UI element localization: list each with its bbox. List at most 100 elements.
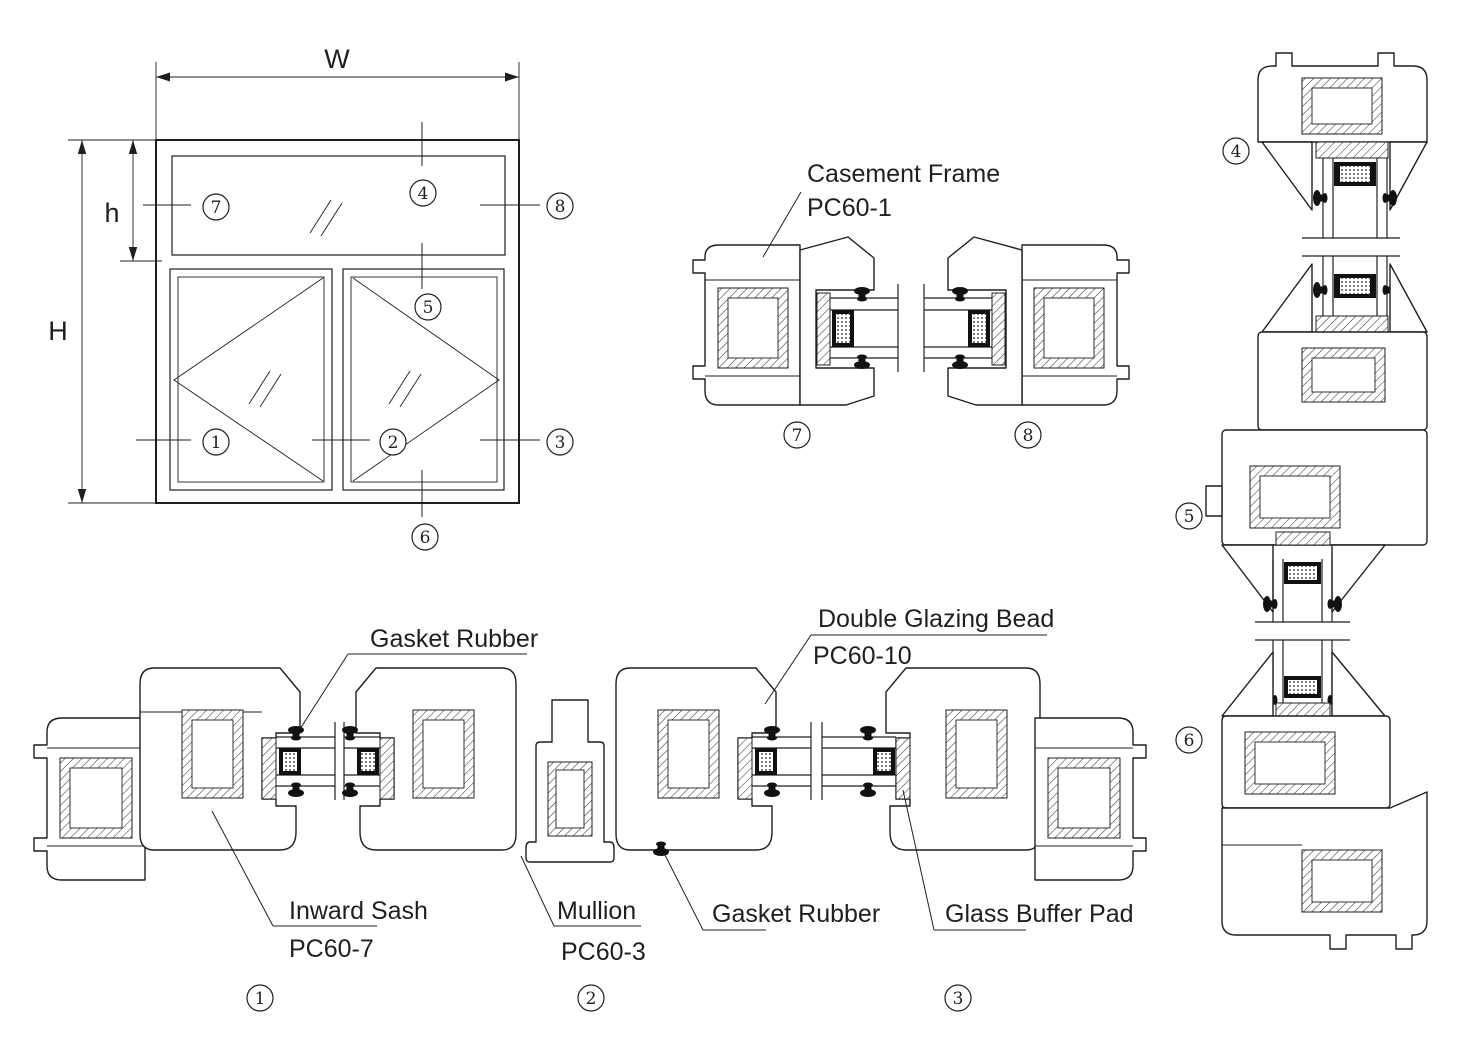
gasket-rubber-top-text: Gasket Rubber [370, 625, 538, 653]
glazing-bead [1221, 651, 1274, 717]
section-callout-8: 8 [1023, 426, 1034, 446]
section-callout-3: 3 [953, 989, 964, 1009]
sash-profile-8 [947, 236, 1023, 406]
glazing-bead [1331, 651, 1386, 717]
callout-1-circle [202, 428, 230, 456]
sash-profile-7 [799, 236, 875, 406]
glass-buffer-pad-text: Glass Buffer Pad [945, 900, 1134, 928]
gasket-icon [854, 354, 870, 369]
vertical-section-5: 5 [1175, 256, 1428, 641]
mullion-text-line2: PC60-3 [561, 938, 646, 966]
double-glazing-bead-text-line2: PC60-10 [813, 642, 912, 670]
glass-symbol-right-sash [388, 370, 422, 408]
glass-buffer-pad-hatch [1275, 702, 1331, 717]
callout-3-circle [546, 428, 574, 456]
vertical-section-column: 4 [1175, 52, 1428, 950]
callout-3: 3 [555, 433, 566, 453]
dimension-transom-height: h [104, 140, 162, 262]
gasket-icon [764, 782, 780, 797]
section-callout-1-circle [246, 984, 274, 1012]
section-callout-6-circle [1175, 726, 1203, 754]
section-callout-1: 1 [255, 989, 266, 1009]
section-callout-7: 7 [792, 426, 803, 446]
horizontal-section-row: Gasket Rubber Double Glazing Bead PC60-1… [33, 605, 1147, 1012]
mullion-text-line1: Mullion [557, 897, 636, 925]
elevation-callouts: 7 4 8 5 1 2 3 6 [136, 122, 574, 551]
inward-sash-text-line2: PC60-7 [289, 935, 374, 963]
callout-4-circle [409, 179, 437, 207]
elevation-drawing: W H h [48, 44, 574, 551]
glazing-bead [1261, 141, 1313, 211]
gasket-rubber-label-bottom: Gasket Rubber [663, 852, 880, 931]
gasket-icon [952, 287, 968, 302]
callout-8-circle [546, 192, 574, 220]
callout-4: 4 [418, 184, 429, 204]
left-sash [169, 268, 333, 491]
inward-sash-text-line1: Inward Sash [289, 897, 428, 925]
callout-1: 1 [211, 433, 222, 453]
casement-frame-label-line2: PC60-1 [807, 194, 892, 222]
section-callout-7-circle [783, 421, 811, 449]
callout-2-circle [379, 428, 407, 456]
glass-symbol-top-panel [309, 199, 343, 237]
section-callout-2: 2 [586, 989, 597, 1009]
glass-buffer-pad-hatch [1315, 141, 1389, 159]
height-dimension-label: H [48, 316, 68, 346]
gasket-rubber-label-top: Gasket Rubber [299, 625, 538, 730]
glass-buffer-pad-hatch [991, 292, 1006, 366]
section-callout-5-circle [1175, 502, 1203, 530]
double-glazing-unit-78 [830, 284, 992, 372]
glass-buffer-pad-hatch [816, 292, 831, 366]
callout-5-circle [414, 293, 442, 321]
section-callout-6: 6 [1184, 731, 1195, 751]
glass-buffer-pad-hatch [379, 737, 395, 800]
section-callout-2-circle [577, 984, 605, 1012]
glass-buffer-pad-hatch [261, 737, 277, 800]
glass-buffer-pad-label: Glass Buffer Pad [902, 789, 1134, 931]
callout-7-circle [202, 193, 230, 221]
casement-frame-label: Casement Frame PC60-1 [762, 160, 1000, 258]
glass-buffer-pad-hatch [895, 737, 911, 800]
inward-sash-label: Inward Sash PC60-7 [211, 810, 428, 963]
gasket-icon [952, 354, 968, 369]
section-callout-4: 4 [1231, 142, 1242, 162]
glass-symbol-left-sash [248, 370, 282, 408]
callout-6-circle [411, 523, 439, 551]
dimension-height: H [48, 139, 160, 504]
vertical-section-6: 6 [1175, 640, 1428, 950]
callout-6: 6 [420, 528, 431, 548]
gasket-icon [1313, 282, 1328, 298]
callout-7: 7 [211, 198, 222, 218]
gasket-icon [860, 782, 876, 797]
glazing-bead [1389, 263, 1428, 333]
gasket-rubber-bottom-text: Gasket Rubber [712, 900, 880, 928]
transom-height-label: h [104, 198, 119, 228]
width-dimension-label: W [324, 44, 350, 74]
frame-profile-7 [692, 236, 875, 406]
double-glazing-bead-text-line1: Double Glazing Bead [818, 605, 1054, 633]
mullion-label: Mullion PC60-3 [520, 855, 646, 966]
horizontal-section-2 [342, 667, 823, 863]
horizontal-section-1 [33, 667, 345, 881]
window-outer-frame [155, 139, 520, 504]
glazing-bead [1389, 141, 1428, 211]
gasket-icon [854, 287, 870, 302]
gasket-icon [860, 726, 876, 741]
callout-2: 2 [388, 433, 399, 453]
dimension-width: W [155, 44, 520, 140]
vertical-section-4: 4 [1222, 52, 1428, 257]
gasket-icon [288, 782, 304, 797]
section-callout-3-circle [944, 984, 972, 1012]
glass-buffer-pad-hatch [737, 737, 753, 800]
section-callout-4-circle [1222, 137, 1250, 165]
left-sash-opening-symbol [173, 277, 324, 482]
section-callout-5: 5 [1184, 507, 1195, 527]
double-glazing-bead-label: Double Glazing Bead PC60-10 [764, 605, 1054, 705]
glass-buffer-pad-hatch [1315, 315, 1389, 333]
callout-8: 8 [555, 197, 566, 217]
frame-profile-8 [947, 236, 1130, 406]
gasket-icon [1313, 190, 1328, 206]
section-callout-8-circle [1014, 421, 1042, 449]
